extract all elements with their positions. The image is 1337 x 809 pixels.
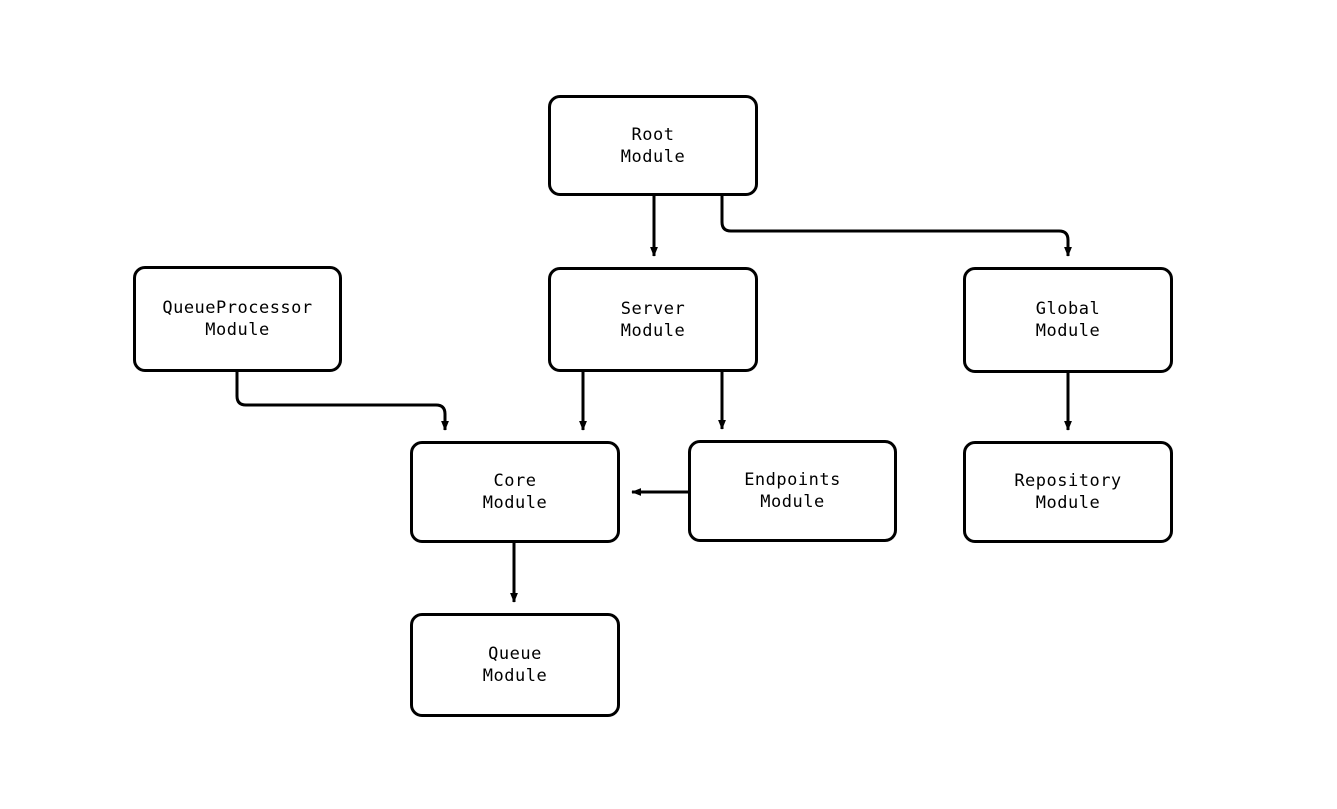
- node-label-name: Root: [631, 124, 675, 145]
- node-label-suffix: Module: [205, 320, 270, 340]
- node-label-name: Endpoints: [744, 470, 841, 490]
- node-label-suffix: Module: [482, 666, 548, 686]
- node-label-suffix: Module: [760, 492, 825, 512]
- node-label-name: Repository: [1014, 471, 1122, 491]
- edge-root-global: [720, 196, 1072, 257]
- node-label-suffix: Module: [1035, 321, 1101, 341]
- node-label-name: QueueProcessor: [162, 298, 313, 318]
- node-label-suffix: Module: [1035, 493, 1101, 513]
- edge-queueprocessor-core: [235, 372, 449, 431]
- edge-paths: [235, 196, 1072, 603]
- node-label-suffix: Module: [620, 320, 686, 341]
- node-label-name: Server: [620, 298, 686, 319]
- node-label-name: Core: [493, 471, 537, 491]
- node-label-suffix: Module: [482, 493, 548, 513]
- node-label-name: Queue: [488, 644, 542, 664]
- node-label-suffix: Module: [620, 146, 686, 167]
- node-label-name: Global: [1035, 299, 1101, 319]
